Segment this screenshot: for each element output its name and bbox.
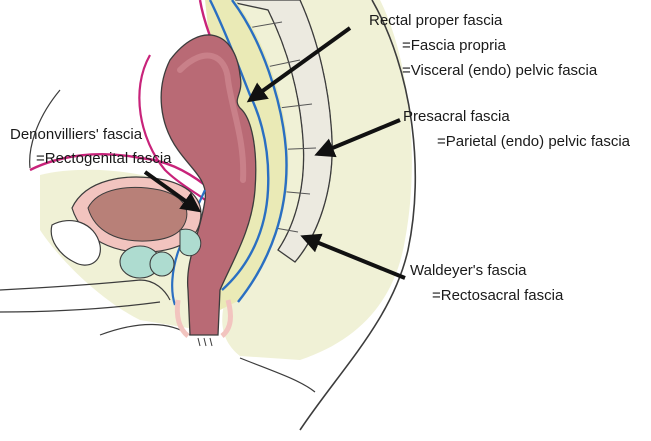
label-presacral-title: Presacral fascia [403, 108, 510, 125]
label-presacral-alt: =Parietal (endo) pelvic fascia [437, 133, 631, 150]
label-rectal-proper-title: Rectal proper fascia [369, 12, 503, 29]
anal-verge-marks [198, 338, 212, 346]
label-waldeyer-title: Waldeyer's fascia [410, 262, 527, 279]
label-denonvilliers-alt: =Rectogenital fascia [36, 150, 172, 167]
label-waldeyer-alt: =Rectosacral fascia [432, 287, 564, 304]
label-denonvilliers-title: Denonvilliers' fascia [10, 126, 143, 143]
label-rectal-proper-alt1: =Fascia propria [402, 37, 506, 54]
buttock-fold-outline [240, 358, 315, 392]
label-rectal-proper-alt2: =Visceral (endo) pelvic fascia [402, 62, 598, 79]
